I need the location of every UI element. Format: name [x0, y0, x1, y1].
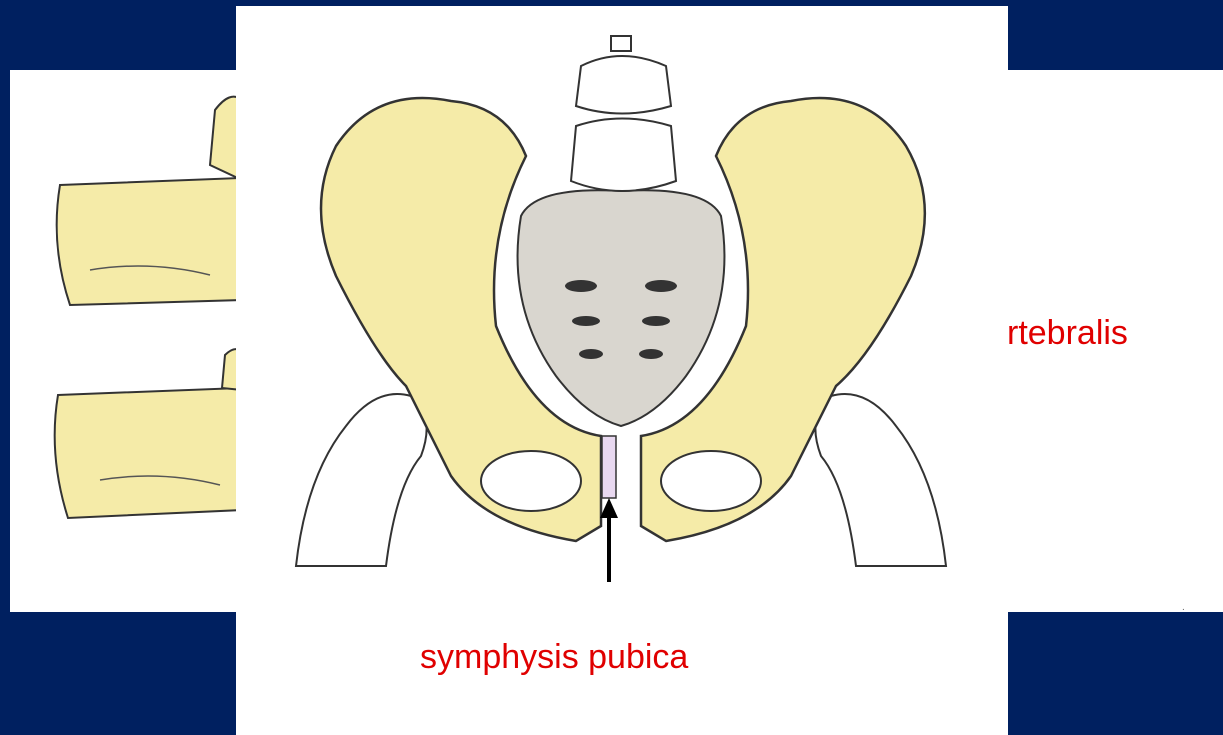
lower-vertebra [55, 388, 242, 518]
dot-mark: . [1182, 602, 1185, 612]
lumbar-vertebra-upper [576, 56, 671, 114]
front-figure-label: symphysis pubica [420, 640, 688, 674]
right-femur [815, 394, 946, 566]
sacrum [518, 190, 725, 426]
front-figure-panel: symphysis pubica [236, 6, 1008, 735]
lumbar-vertebra-lower [571, 119, 676, 192]
upper-vertebra [57, 178, 242, 305]
back-figure-label: rtebralis [1007, 316, 1128, 350]
left-femur [296, 394, 427, 566]
pubic-symphysis [602, 436, 616, 498]
left-obturator-foramen [481, 451, 581, 511]
right-obturator-foramen [661, 451, 761, 511]
up-arrow-icon [600, 498, 618, 582]
pelvis-illustration [236, 6, 1008, 735]
